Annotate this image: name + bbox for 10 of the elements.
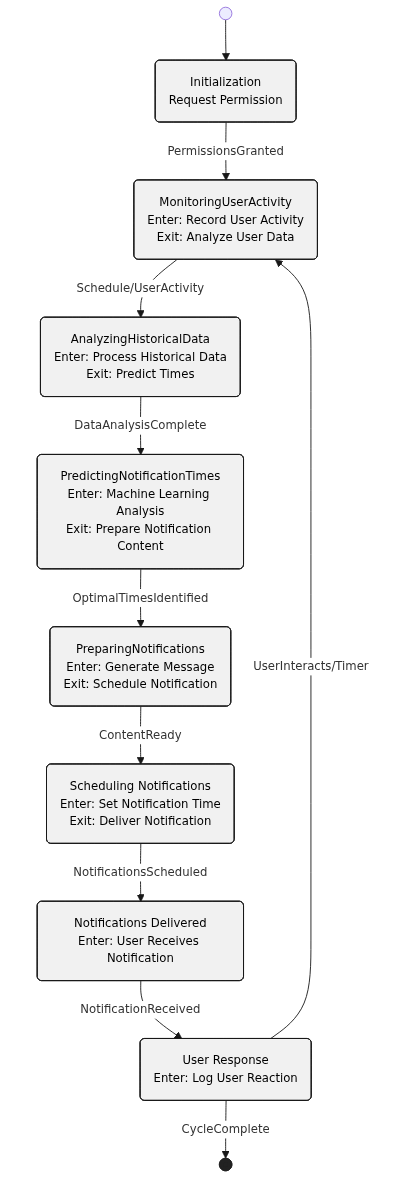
edge-label: UserInteracts/Timer — [252, 659, 369, 673]
edge-label: NotificationReceived — [79, 1002, 200, 1017]
node-circle — [218, 6, 232, 21]
edge-label: Schedule/UserActivity — [76, 281, 204, 295]
edge-label: NotificationsScheduled — [72, 865, 207, 879]
edge-label: DataAnalysisComplete — [73, 418, 206, 432]
edge-label: CycleComplete — [181, 1122, 270, 1136]
edge-label: PermissionsGranted — [166, 144, 284, 158]
edge-label: ContentReady — [98, 728, 182, 742]
edge-label: OptimalTimesIdentified — [71, 590, 208, 605]
